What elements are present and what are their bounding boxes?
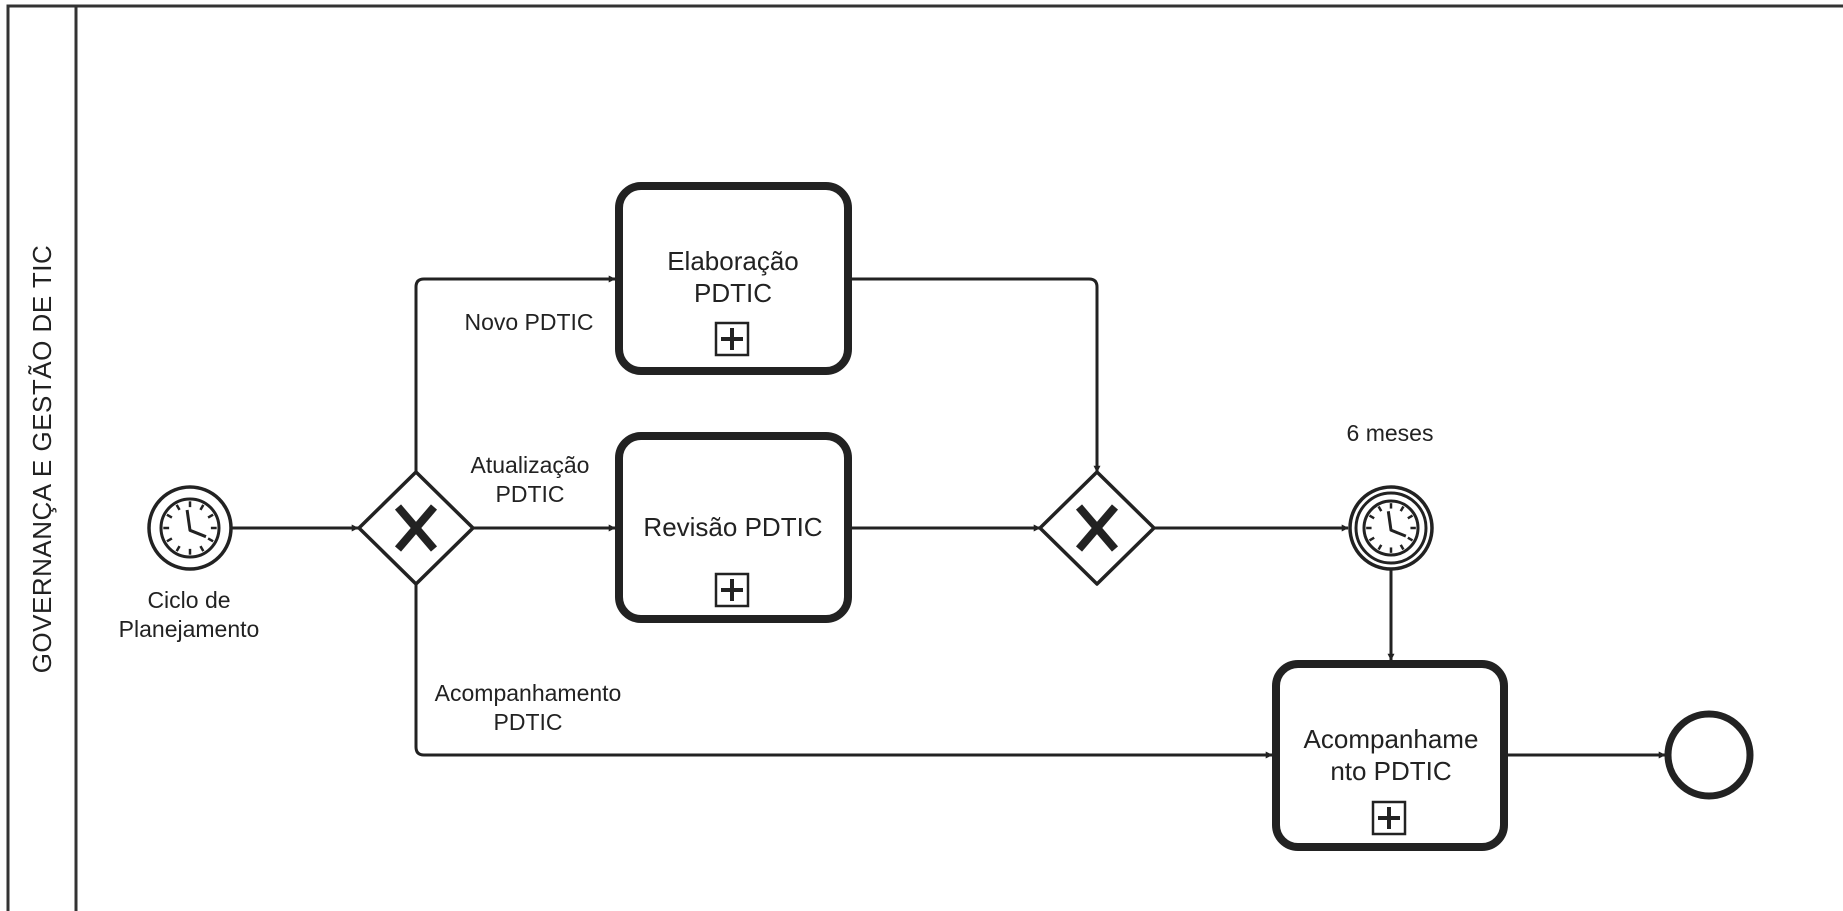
exclusive-gateway-merge[interactable] [1038,470,1156,586]
clock-tick [207,537,214,543]
task-acompanhamento-pdtic[interactable]: Acompanhame nto PDTIC [1272,660,1508,851]
clock-tick [1399,544,1405,551]
clock-tick [166,513,173,519]
task-label-line1: Acompanhame [1304,724,1479,754]
clock-hands [185,509,207,539]
subprocess-plus-icon[interactable] [714,321,750,357]
end-event[interactable] [1664,710,1754,800]
task-label-line2: PDTIC [694,278,772,308]
subprocess-plus-icon[interactable] [1371,800,1407,836]
clock-tick [199,504,205,511]
clock-tick [1407,514,1414,520]
clock-tick [1407,536,1414,542]
pool-border [6,4,1843,911]
start-event-label-line2: Planejamento [119,616,260,642]
timer-event-label: 6 meses [1347,420,1434,446]
task-elaboracao-pdtic[interactable]: Elaboração PDTIC [615,182,852,375]
clock-icon [1366,503,1416,553]
intermediate-timer-event[interactable] [1348,485,1434,571]
task-label: Revisão PDTIC [643,512,822,542]
clock-tick [175,504,181,511]
sequence-flows [232,275,1666,759]
x-marker-icon [1075,504,1119,552]
clock-hands [1386,511,1407,538]
lane-label: GOVERNANÇA E GESTÃO DE TIC [27,245,57,674]
clock-tick [166,537,173,543]
flow-elaboracao-to-merge[interactable] [850,277,1101,473]
task-label-line2: nto PDTIC [1330,756,1451,786]
x-marker-icon [394,504,438,552]
flow-label-novo-pdtic: Novo PDTIC [464,309,593,335]
clock-tick [175,545,181,552]
flow-label-atualizacao-line1: Atualização [471,452,590,478]
clock-icon [163,501,217,555]
clock-tick [1368,514,1375,520]
clock-tick [199,545,205,552]
clock-tick [1368,536,1375,542]
flow-label-atualizacao-line2: PDTIC [496,481,565,507]
flow-acompanhamento-pdtic[interactable] [414,584,1273,759]
clock-tick [1399,505,1405,512]
task-label-line1: Elaboração [667,246,799,276]
clock-tick [1377,505,1383,512]
exclusive-gateway-split[interactable] [357,470,475,586]
task-revisao-pdtic[interactable]: Revisão PDTIC [615,432,852,623]
start-timer-event[interactable] [147,485,233,571]
start-event-label-line1: Ciclo de [147,587,230,613]
flow-label-acompanhamento-line2: PDTIC [494,709,563,735]
flow-label-acompanhamento-line1: Acompanhamento [435,680,622,706]
clock-tick [207,513,214,519]
subprocess-plus-icon[interactable] [714,572,750,608]
clock-tick [1377,544,1383,551]
flow-novo-pdtic[interactable] [414,275,616,472]
